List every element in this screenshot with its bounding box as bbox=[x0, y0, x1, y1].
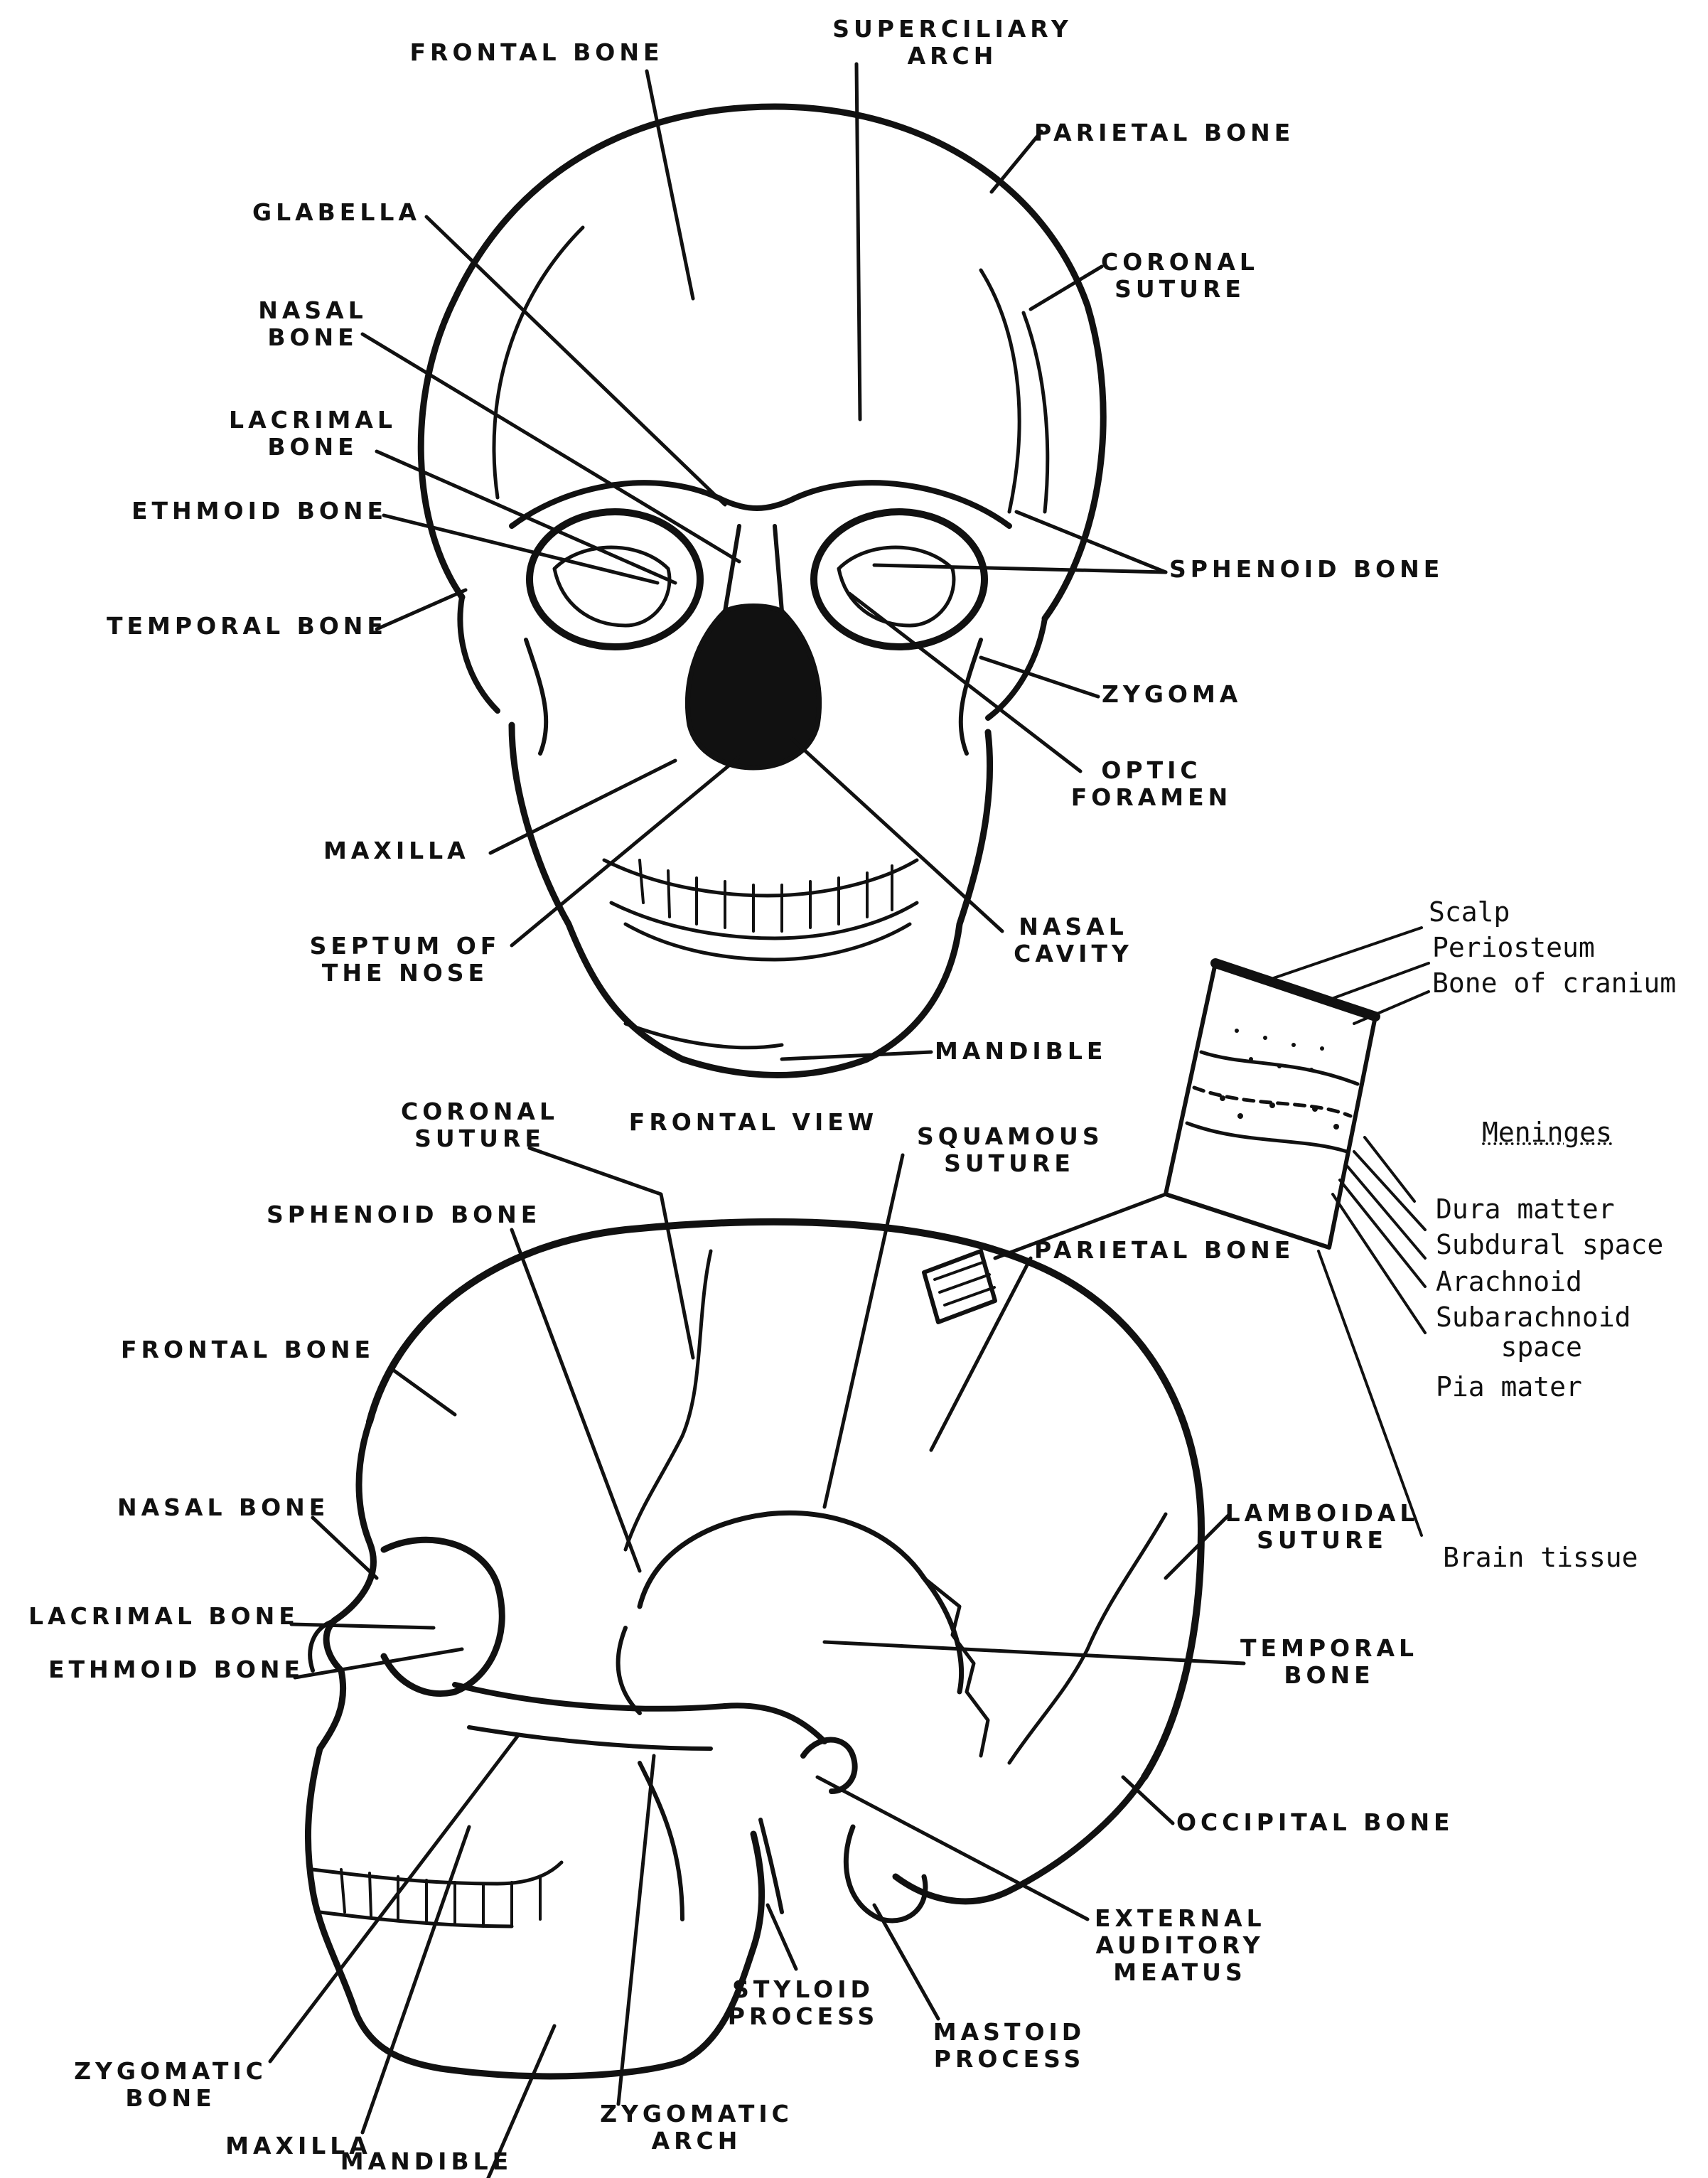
lateral-label-nasal-bone: NASAL BONE bbox=[117, 1494, 331, 1521]
frontal-label-mandible: MANDIBLE bbox=[935, 1038, 1148, 1065]
lateral-label-sphenoid-bone: SPHENOID BONE bbox=[267, 1201, 537, 1228]
inset-label-brain-tissue: Brain tissue bbox=[1443, 1543, 1638, 1572]
inset-leader-lines bbox=[1265, 928, 1429, 1535]
inset-label-pia-mater: Pia mater bbox=[1436, 1372, 1582, 1402]
frontal-label-maxilla: MAXILLA bbox=[323, 837, 487, 864]
frontal-label-optic-foramen: OPTIC FORAMEN bbox=[1059, 757, 1244, 811]
lateral-label-squamous-suture: SQUAMOUS SUTURE bbox=[917, 1123, 1102, 1177]
inset-stipple bbox=[1220, 1029, 1339, 1130]
inset-label-bone-of-cranium: Bone of cranium bbox=[1432, 968, 1676, 998]
frontal-label-glabella: GLABELLA bbox=[252, 199, 437, 226]
inset-label-scalp: Scalp bbox=[1429, 897, 1510, 927]
frontal-label-coronal-suture: CORONAL SUTURE bbox=[1080, 249, 1279, 303]
frontal-view-caption: FRONTAL VIEW bbox=[618, 1109, 888, 1136]
frontal-label-septum-of-the-nose: SEPTUM OF THE NOSE bbox=[299, 933, 512, 987]
lateral-label-mastoid-process: MASTOID PROCESS bbox=[924, 2019, 1095, 2073]
inset-label-subdural-space: Subdural space bbox=[1436, 1230, 1663, 1260]
lateral-label-lacrimal-bone: LACRIMAL BONE bbox=[28, 1603, 299, 1630]
lateral-label-ethmoid-bone: ETHMOID BONE bbox=[48, 1656, 304, 1683]
frontal-label-nasal-bone: NASAL BONE bbox=[242, 297, 384, 351]
lateral-skull-drawing bbox=[308, 1222, 1201, 2076]
inset-label-dura-mater: Dura matter bbox=[1436, 1194, 1615, 1224]
frontal-label-superciliary-arch: SUPERCILIARY ARCH bbox=[817, 16, 1087, 70]
lateral-label-lambdoidal-suture: LAMBOIDAL SUTURE bbox=[1223, 1500, 1422, 1554]
inset-label-periosteum: Periosteum bbox=[1432, 933, 1595, 962]
lateral-label-styloid-process: STYLOID PROCESS bbox=[718, 1976, 888, 2030]
lateral-label-frontal-bone: FRONTAL BONE bbox=[121, 1336, 391, 1363]
lateral-label-occipital-bone: OCCIPITAL BONE bbox=[1176, 1809, 1475, 1836]
lateral-label-coronal-suture: CORONAL SUTURE bbox=[387, 1098, 572, 1152]
lateral-label-zygomatic-arch: ZYGOMATIC ARCH bbox=[590, 2101, 803, 2155]
inset-label-meninges: Meninges bbox=[1482, 1117, 1612, 1147]
lateral-label-temporal-bone: TEMPORAL BONE bbox=[1237, 1635, 1422, 1689]
frontal-label-temporal-bone: TEMPORAL BONE bbox=[107, 613, 384, 640]
frontal-label-nasal-cavity: NASAL CAVITY bbox=[1002, 913, 1144, 967]
lateral-label-zygomatic-bone: ZYGOMATIC BONE bbox=[71, 2058, 270, 2112]
inset-label-subarachnoid-space: Subarachnoid space bbox=[1436, 1302, 1631, 1362]
lateral-label-external-auditory-meatus: EXTERNAL AUDITORY MEATUS bbox=[1095, 1905, 1265, 1986]
inset-label-arachnoid: Arachnoid bbox=[1436, 1267, 1582, 1297]
frontal-label-ethmoid-bone: ETHMOID BONE bbox=[131, 498, 387, 525]
frontal-label-lacrimal-bone: LACRIMAL BONE bbox=[220, 407, 405, 461]
lateral-label-mandible: MANDIBLE bbox=[334, 2148, 519, 2175]
frontal-label-frontal-bone: FRONTAL BONE bbox=[409, 39, 665, 66]
lateral-label-parietal-bone: PARIETAL BONE bbox=[1034, 1237, 1318, 1264]
frontal-label-sphenoid-bone: SPHENOID BONE bbox=[1169, 556, 1454, 583]
frontal-leader-lines bbox=[362, 64, 1166, 1059]
frontal-label-zygoma: ZYGOMA bbox=[1102, 681, 1258, 708]
frontal-label-parietal-bone: PARIETAL BONE bbox=[1034, 119, 1333, 146]
